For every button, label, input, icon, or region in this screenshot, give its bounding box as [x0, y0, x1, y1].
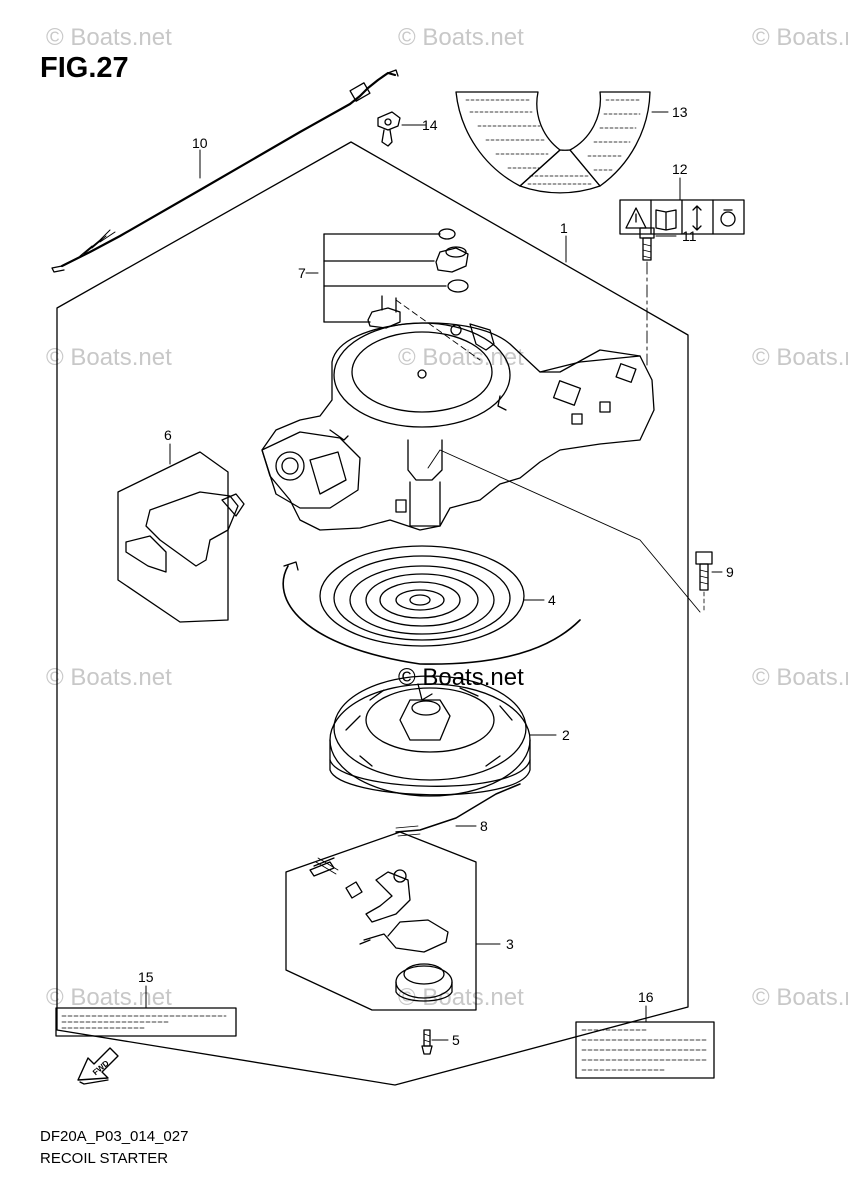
callout-16: 16 [638, 989, 654, 1005]
spiral-spring-part [282, 545, 581, 665]
handle-part [117, 451, 245, 623]
label-15-part [55, 1007, 237, 1037]
watermark: © Boats.net [398, 344, 524, 371]
watermark: © Boats.net [752, 344, 848, 371]
bolt-9-part [695, 551, 713, 613]
callout-9: 9 [726, 564, 734, 580]
callout-1: 1 [560, 220, 568, 236]
callout-11: 11 [682, 228, 697, 244]
assembly-outline [56, 141, 689, 1086]
callout-14: 14 [422, 117, 438, 133]
screw-part [421, 1029, 433, 1055]
callout-13: 13 [672, 104, 688, 120]
callout-2: 2 [562, 727, 570, 743]
bracket-part [323, 228, 481, 361]
recoil-housing-part [261, 322, 701, 613]
watermark: © Boats.net [46, 344, 172, 371]
bolt-part [639, 227, 655, 366]
fwd-arrow-icon [77, 1047, 119, 1085]
watermark: © Boats.net [398, 24, 524, 51]
callout-10: 10 [192, 135, 208, 151]
ratchet-kit-part [285, 831, 477, 1011]
rope-part [395, 783, 521, 837]
watermark: © Boats.net [752, 984, 848, 1011]
label-16-part [575, 1021, 715, 1079]
reel-part [329, 675, 531, 797]
watermark: © Boats.net [46, 984, 172, 1011]
figure-code: DF20A_P03_014_027 [40, 1128, 189, 1145]
watermark: © Boats.net [752, 24, 848, 51]
watermark: © Boats.net [46, 24, 172, 51]
clip-part [377, 111, 401, 147]
callout-3: 3 [506, 936, 514, 952]
throttle-cable-part [51, 69, 399, 273]
callout-6: 6 [164, 427, 172, 443]
watermark: © Boats.net [46, 664, 172, 691]
callout-7: 7 [298, 265, 306, 281]
callout-8: 8 [480, 818, 488, 834]
figure-name: RECOIL STARTER [40, 1150, 169, 1167]
callout-5: 5 [452, 1032, 460, 1048]
callout-15: 15 [138, 969, 154, 985]
callout-12: 12 [672, 161, 688, 177]
watermark: © Boats.net [752, 664, 848, 691]
arc-plate-part [455, 91, 651, 194]
figure-title: FIG.27 [40, 52, 129, 84]
callout-4: 4 [548, 592, 556, 608]
